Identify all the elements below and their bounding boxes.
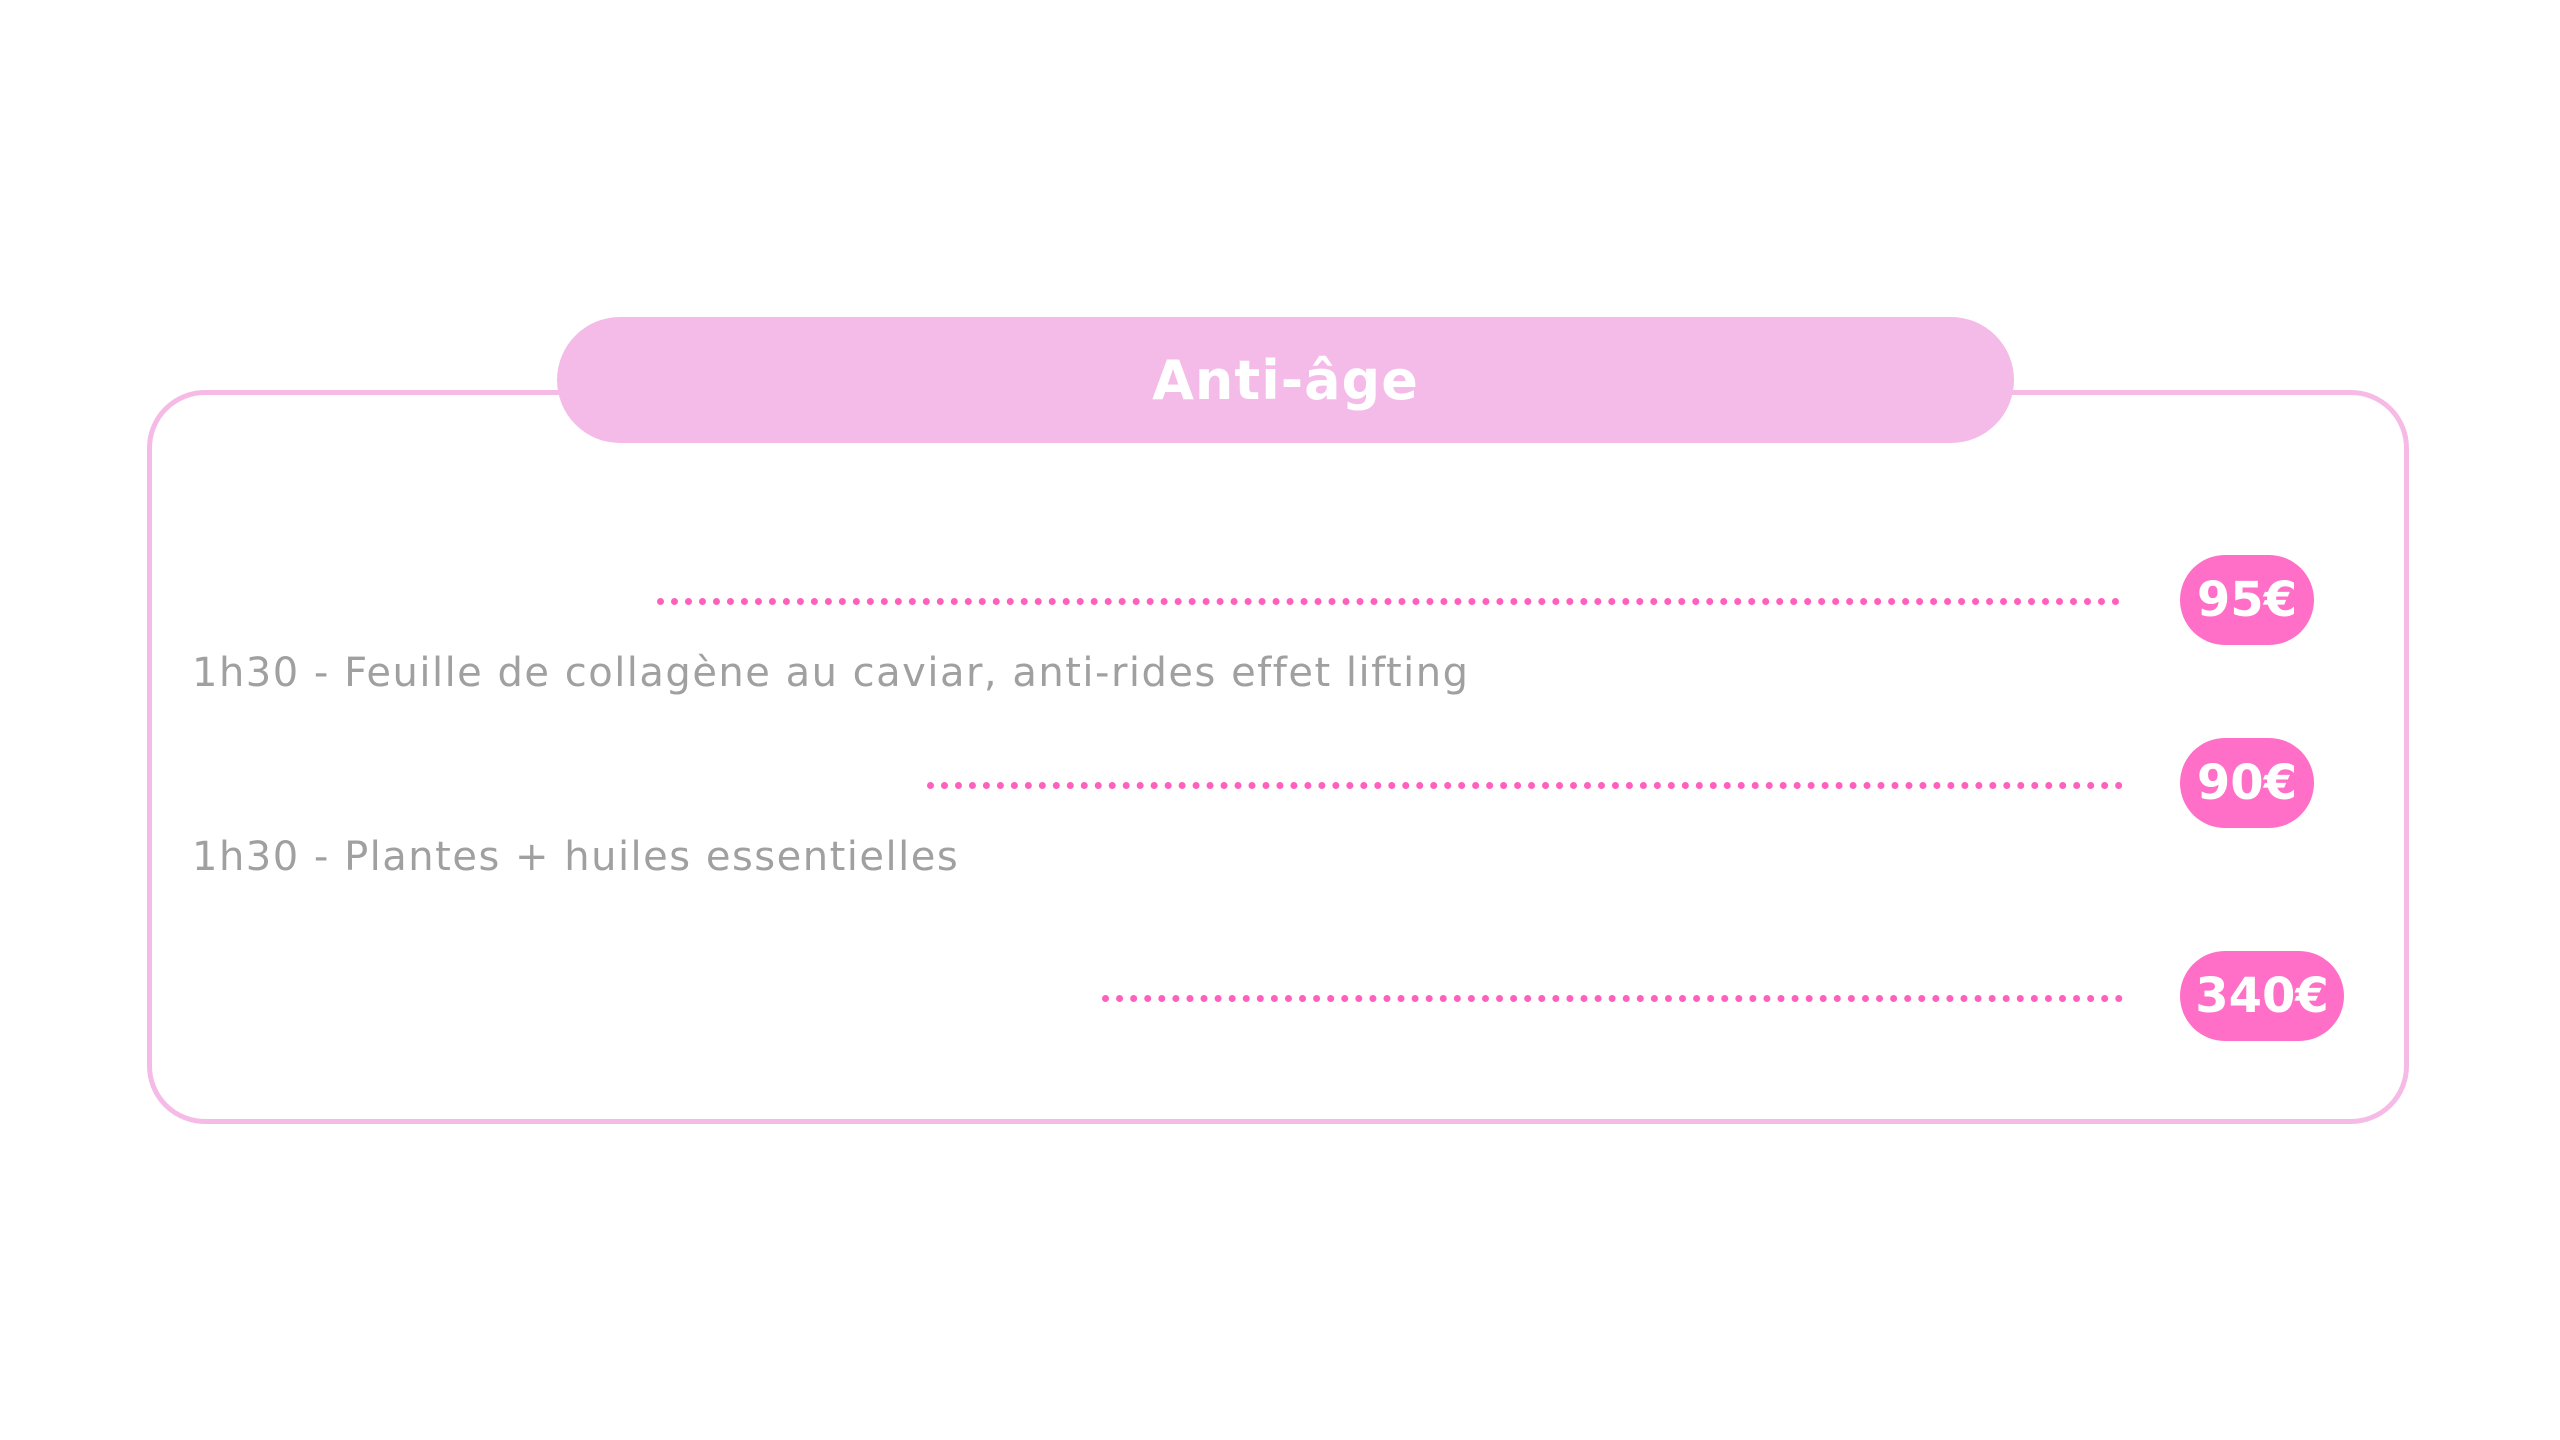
section-title-pill: Anti-âge — [557, 317, 2014, 443]
price-badge-3: 340€ — [2180, 951, 2344, 1041]
dotted-leader-1 — [657, 598, 2120, 605]
dotted-leader-2 — [927, 782, 2123, 789]
price-badge-2: 90€ — [2180, 738, 2314, 828]
section-title: Anti-âge — [1152, 348, 1419, 412]
dotted-leader-3 — [1102, 995, 2123, 1002]
item-description-2: 1h30 - Plantes + huiles essentielles — [192, 834, 960, 880]
price-badge-1: 95€ — [2180, 555, 2314, 645]
menu-card — [147, 390, 2409, 1124]
item-description-1: 1h30 - Feuille de collagène au caviar, a… — [192, 650, 1470, 696]
